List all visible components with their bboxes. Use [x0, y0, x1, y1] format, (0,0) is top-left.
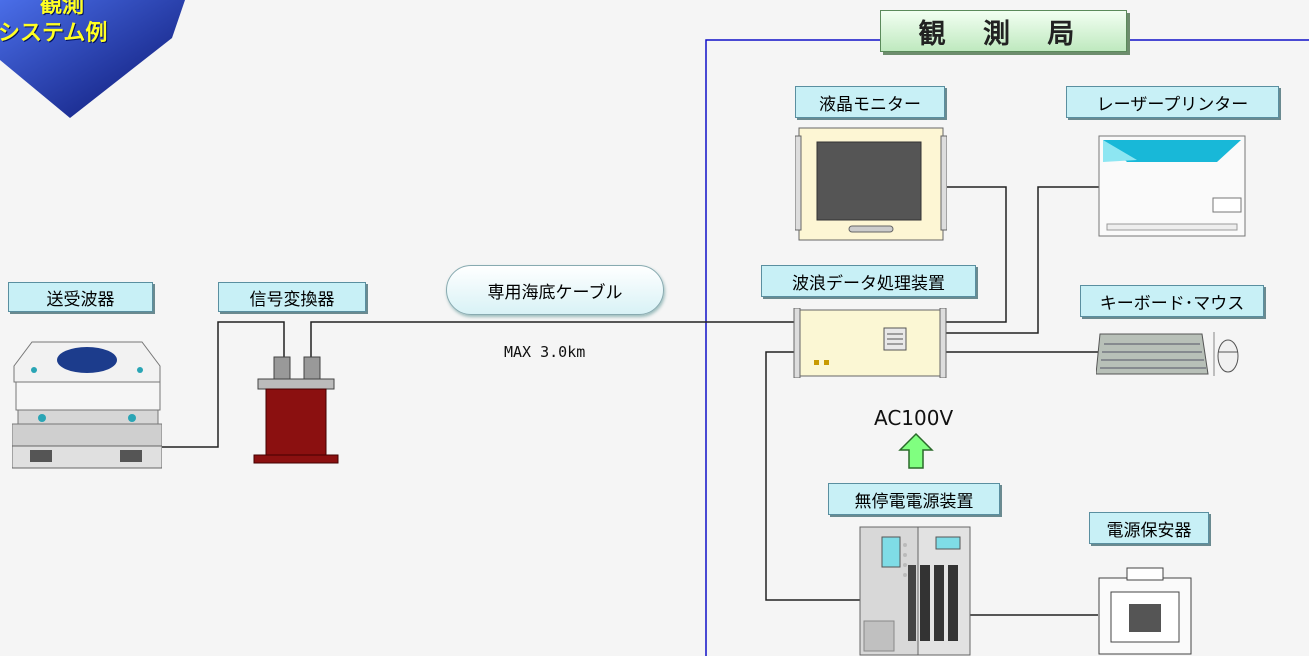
cable-label: 専用海底ケーブル — [446, 265, 664, 315]
power-label: AC100V — [874, 406, 954, 430]
ups-cable — [765, 351, 860, 601]
transceiver-image — [12, 341, 162, 469]
power-protector-image — [1098, 567, 1192, 655]
submarine-cable — [310, 321, 794, 357]
lcd-monitor-image — [795, 127, 947, 241]
monitor-cable — [945, 186, 1007, 323]
label-ups: 無停電電源装置 — [828, 483, 1000, 515]
corner-badge-shape — [0, 0, 185, 118]
signal-converter-image — [253, 356, 339, 464]
corner-badge-line2: システム例 — [0, 21, 108, 46]
ups-image — [859, 526, 971, 656]
label-transceiver: 送受波器 — [8, 282, 153, 312]
label-keyboard-mouse: キーボード･マウス — [1080, 285, 1264, 317]
station-border — [705, 39, 880, 656]
label-wave-processor: 波浪データ処理装置 — [761, 265, 976, 297]
laser-printer-image — [1098, 135, 1246, 237]
printer-cable — [945, 186, 1100, 334]
label-lcd-monitor: 液晶モニター — [795, 86, 945, 118]
cable-length: MAX 3.0km — [504, 343, 586, 361]
keyboard-mouse-image — [1096, 332, 1239, 376]
wave-processor-image — [793, 308, 947, 378]
transceiver-cable — [162, 321, 285, 448]
label-power-protector: 電源保安器 — [1089, 512, 1209, 544]
station-title: 観 測 局 — [880, 10, 1127, 52]
label-laser-printer: レーザープリンター — [1066, 86, 1279, 118]
up-arrow-icon — [898, 432, 934, 469]
label-signal-converter: 信号変換器 — [218, 282, 366, 312]
corner-badge-line1: 観測 — [40, 0, 85, 18]
